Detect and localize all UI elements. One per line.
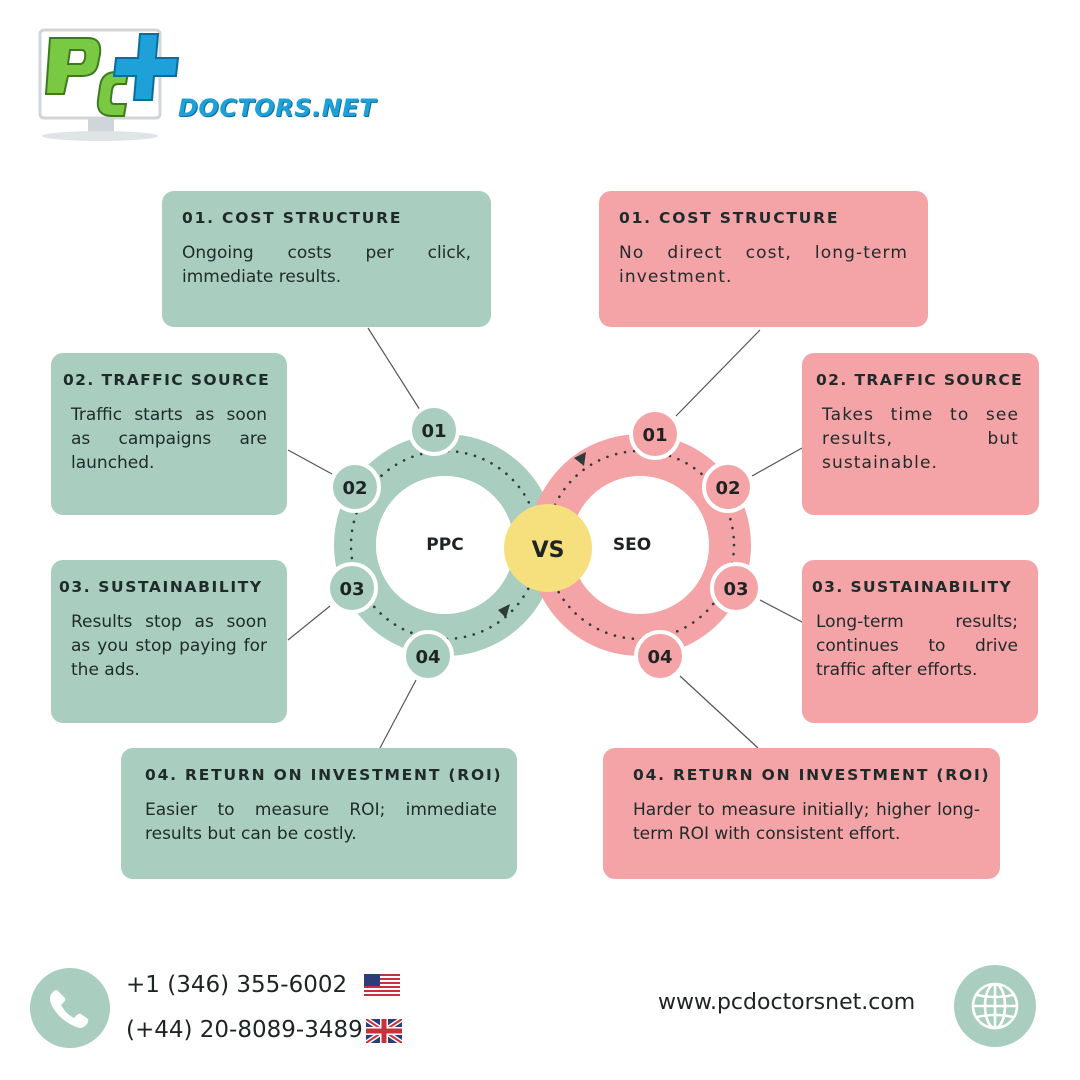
globe-icon bbox=[971, 982, 1019, 1030]
vs-label: VS bbox=[532, 538, 565, 563]
seo-card-cost-structure: 01. COST STRUCTURE No direct cost, long-… bbox=[599, 191, 928, 327]
connector-ppc-01 bbox=[367, 327, 421, 411]
seo-node-03: 03 bbox=[710, 562, 762, 614]
card-title: 01. COST STRUCTURE bbox=[182, 209, 403, 227]
svg-text:03: 03 bbox=[339, 579, 364, 600]
seo-node-01: 01 bbox=[629, 408, 681, 460]
svg-text:01: 01 bbox=[642, 425, 667, 446]
phone-icon bbox=[50, 990, 89, 1028]
seo-label: SEO bbox=[613, 535, 651, 555]
seo-card-traffic-source: 02. TRAFFIC SOURCE Takes time to see res… bbox=[802, 353, 1039, 515]
ppc-arrow-icon bbox=[498, 604, 510, 618]
ppc-node-02: 02 bbox=[329, 461, 381, 513]
card-body: No direct cost, long-term investment. bbox=[619, 243, 908, 287]
connector-seo-02 bbox=[751, 447, 803, 477]
card-body: Long-term results; continues to drive tr… bbox=[816, 612, 1018, 680]
svg-text:04: 04 bbox=[647, 647, 672, 668]
seo-arrow-icon bbox=[574, 452, 586, 466]
logo-text: DOCTORS.NET bbox=[178, 94, 376, 122]
logo-mark bbox=[38, 28, 180, 141]
card-title: 04. RETURN ON INVESTMENT (ROI) bbox=[145, 766, 503, 784]
seo-card-sustainability: 03. SUSTAINABILITY Long-term results; co… bbox=[802, 560, 1038, 723]
phone-us[interactable]: +1 (346) 355-6002 bbox=[126, 972, 348, 998]
connector-ppc-04 bbox=[379, 679, 417, 749]
card-title: 04. RETURN ON INVESTMENT (ROI) bbox=[633, 766, 991, 784]
seo-center bbox=[571, 476, 709, 614]
seo-node-02: 02 bbox=[702, 461, 754, 513]
ppc-label: PPC bbox=[426, 535, 463, 555]
seo-dotted-path bbox=[544, 449, 736, 641]
us-flag-icon bbox=[364, 974, 400, 998]
ppc-card-cost-structure: 01. COST STRUCTURE Ongoing costs per cli… bbox=[162, 191, 491, 327]
connector-seo-01 bbox=[675, 329, 761, 417]
ppc-card-roi: 04. RETURN ON INVESTMENT (ROI) Easier to… bbox=[121, 748, 517, 879]
ppc-node-01: 01 bbox=[408, 404, 460, 456]
globe-badge[interactable] bbox=[954, 965, 1036, 1047]
card-body: Results stop as soon as you stop paying … bbox=[71, 612, 267, 680]
ppc-center bbox=[376, 476, 514, 614]
card-body: Traffic starts as soon as campaigns are … bbox=[71, 405, 267, 473]
logo: DOCTORS.NET bbox=[32, 24, 375, 149]
svg-text:02: 02 bbox=[715, 478, 740, 499]
svg-text:04: 04 bbox=[415, 647, 440, 668]
ppc-card-traffic-source: 02. TRAFFIC SOURCE Traffic starts as soo… bbox=[51, 353, 287, 515]
connector-ppc-02 bbox=[287, 449, 333, 475]
website-link[interactable]: www.pcdoctorsnet.com bbox=[658, 990, 916, 1015]
connector-ppc-03 bbox=[287, 605, 331, 641]
card-title: 03. SUSTAINABILITY bbox=[59, 578, 263, 596]
ppc-card-sustainability: 03. SUSTAINABILITY Results stop as soon … bbox=[51, 560, 287, 723]
card-body: Easier to measure ROI; immediate results… bbox=[145, 800, 497, 844]
uk-flag-icon bbox=[366, 1019, 402, 1043]
ppc-node-04: 04 bbox=[402, 630, 454, 682]
card-title: 03. SUSTAINABILITY bbox=[812, 578, 1013, 596]
card-body: Ongoing costs per click, immediate resul… bbox=[182, 243, 471, 287]
seo-node-04: 04 bbox=[634, 630, 686, 682]
vs-hub bbox=[504, 504, 592, 592]
svg-text:02: 02 bbox=[342, 478, 367, 499]
card-body: Harder to measure initially; higher long… bbox=[633, 800, 980, 844]
seo-card-roi: 04. RETURN ON INVESTMENT (ROI) Harder to… bbox=[603, 748, 1000, 879]
phone-uk[interactable]: (+44) 20-8089-3489 bbox=[126, 1017, 363, 1043]
card-title: 01. COST STRUCTURE bbox=[619, 209, 840, 227]
svg-text:01: 01 bbox=[421, 421, 446, 442]
card-title: 02. TRAFFIC SOURCE bbox=[63, 371, 271, 389]
connector-seo-03 bbox=[759, 599, 803, 623]
phone-badge[interactable] bbox=[30, 968, 110, 1048]
connector-seo-04 bbox=[679, 675, 759, 749]
card-body: Takes time to see results, but sustainab… bbox=[822, 405, 1019, 473]
card-title: 02. TRAFFIC SOURCE bbox=[816, 371, 1024, 389]
ppc-node-03: 03 bbox=[326, 562, 378, 614]
svg-text:03: 03 bbox=[723, 579, 748, 600]
